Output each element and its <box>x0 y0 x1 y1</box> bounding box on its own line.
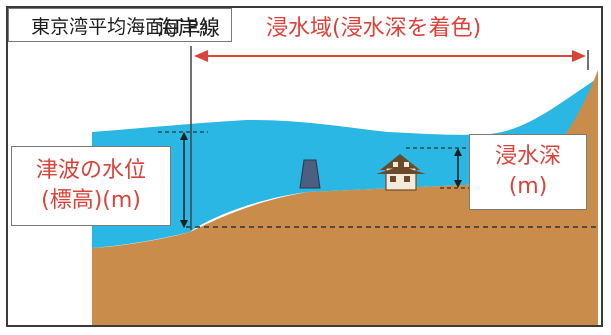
water-area <box>92 78 598 248</box>
tsunami-diagram <box>92 46 598 325</box>
seawall-icon <box>299 159 321 189</box>
inundation-area-arrow <box>194 50 586 62</box>
diagram-frame: 海岸線 浸水域(浸水深を着色) 津波の水位 (標高)(m) 浸水深 (m) 東京… <box>6 6 603 327</box>
tsunami-level-arrow <box>180 132 188 228</box>
tsunami-level-label-line1: 津波の水位 <box>35 158 146 184</box>
tsunami-level-label-box: 津波の水位 (標高)(m) <box>11 146 171 226</box>
inundation-depth-label-line1: 浸水深 <box>494 144 561 170</box>
house-icon <box>376 154 426 191</box>
inundation-area-label: 浸水域(浸水深を着色) <box>266 16 482 41</box>
land-area <box>92 70 598 325</box>
datum-label: 東京湾平均海面(T.P.) <box>31 15 209 38</box>
inundation-depth-label-line2: (m) <box>508 174 548 199</box>
inundation-depth-label-box: 浸水深 (m) <box>469 134 587 210</box>
tsunami-level-label-line2: (標高)(m) <box>41 188 141 213</box>
coastline-label: 海岸線 <box>157 16 220 40</box>
datum-label-box: 東京湾平均海面(T.P.) <box>8 8 232 42</box>
